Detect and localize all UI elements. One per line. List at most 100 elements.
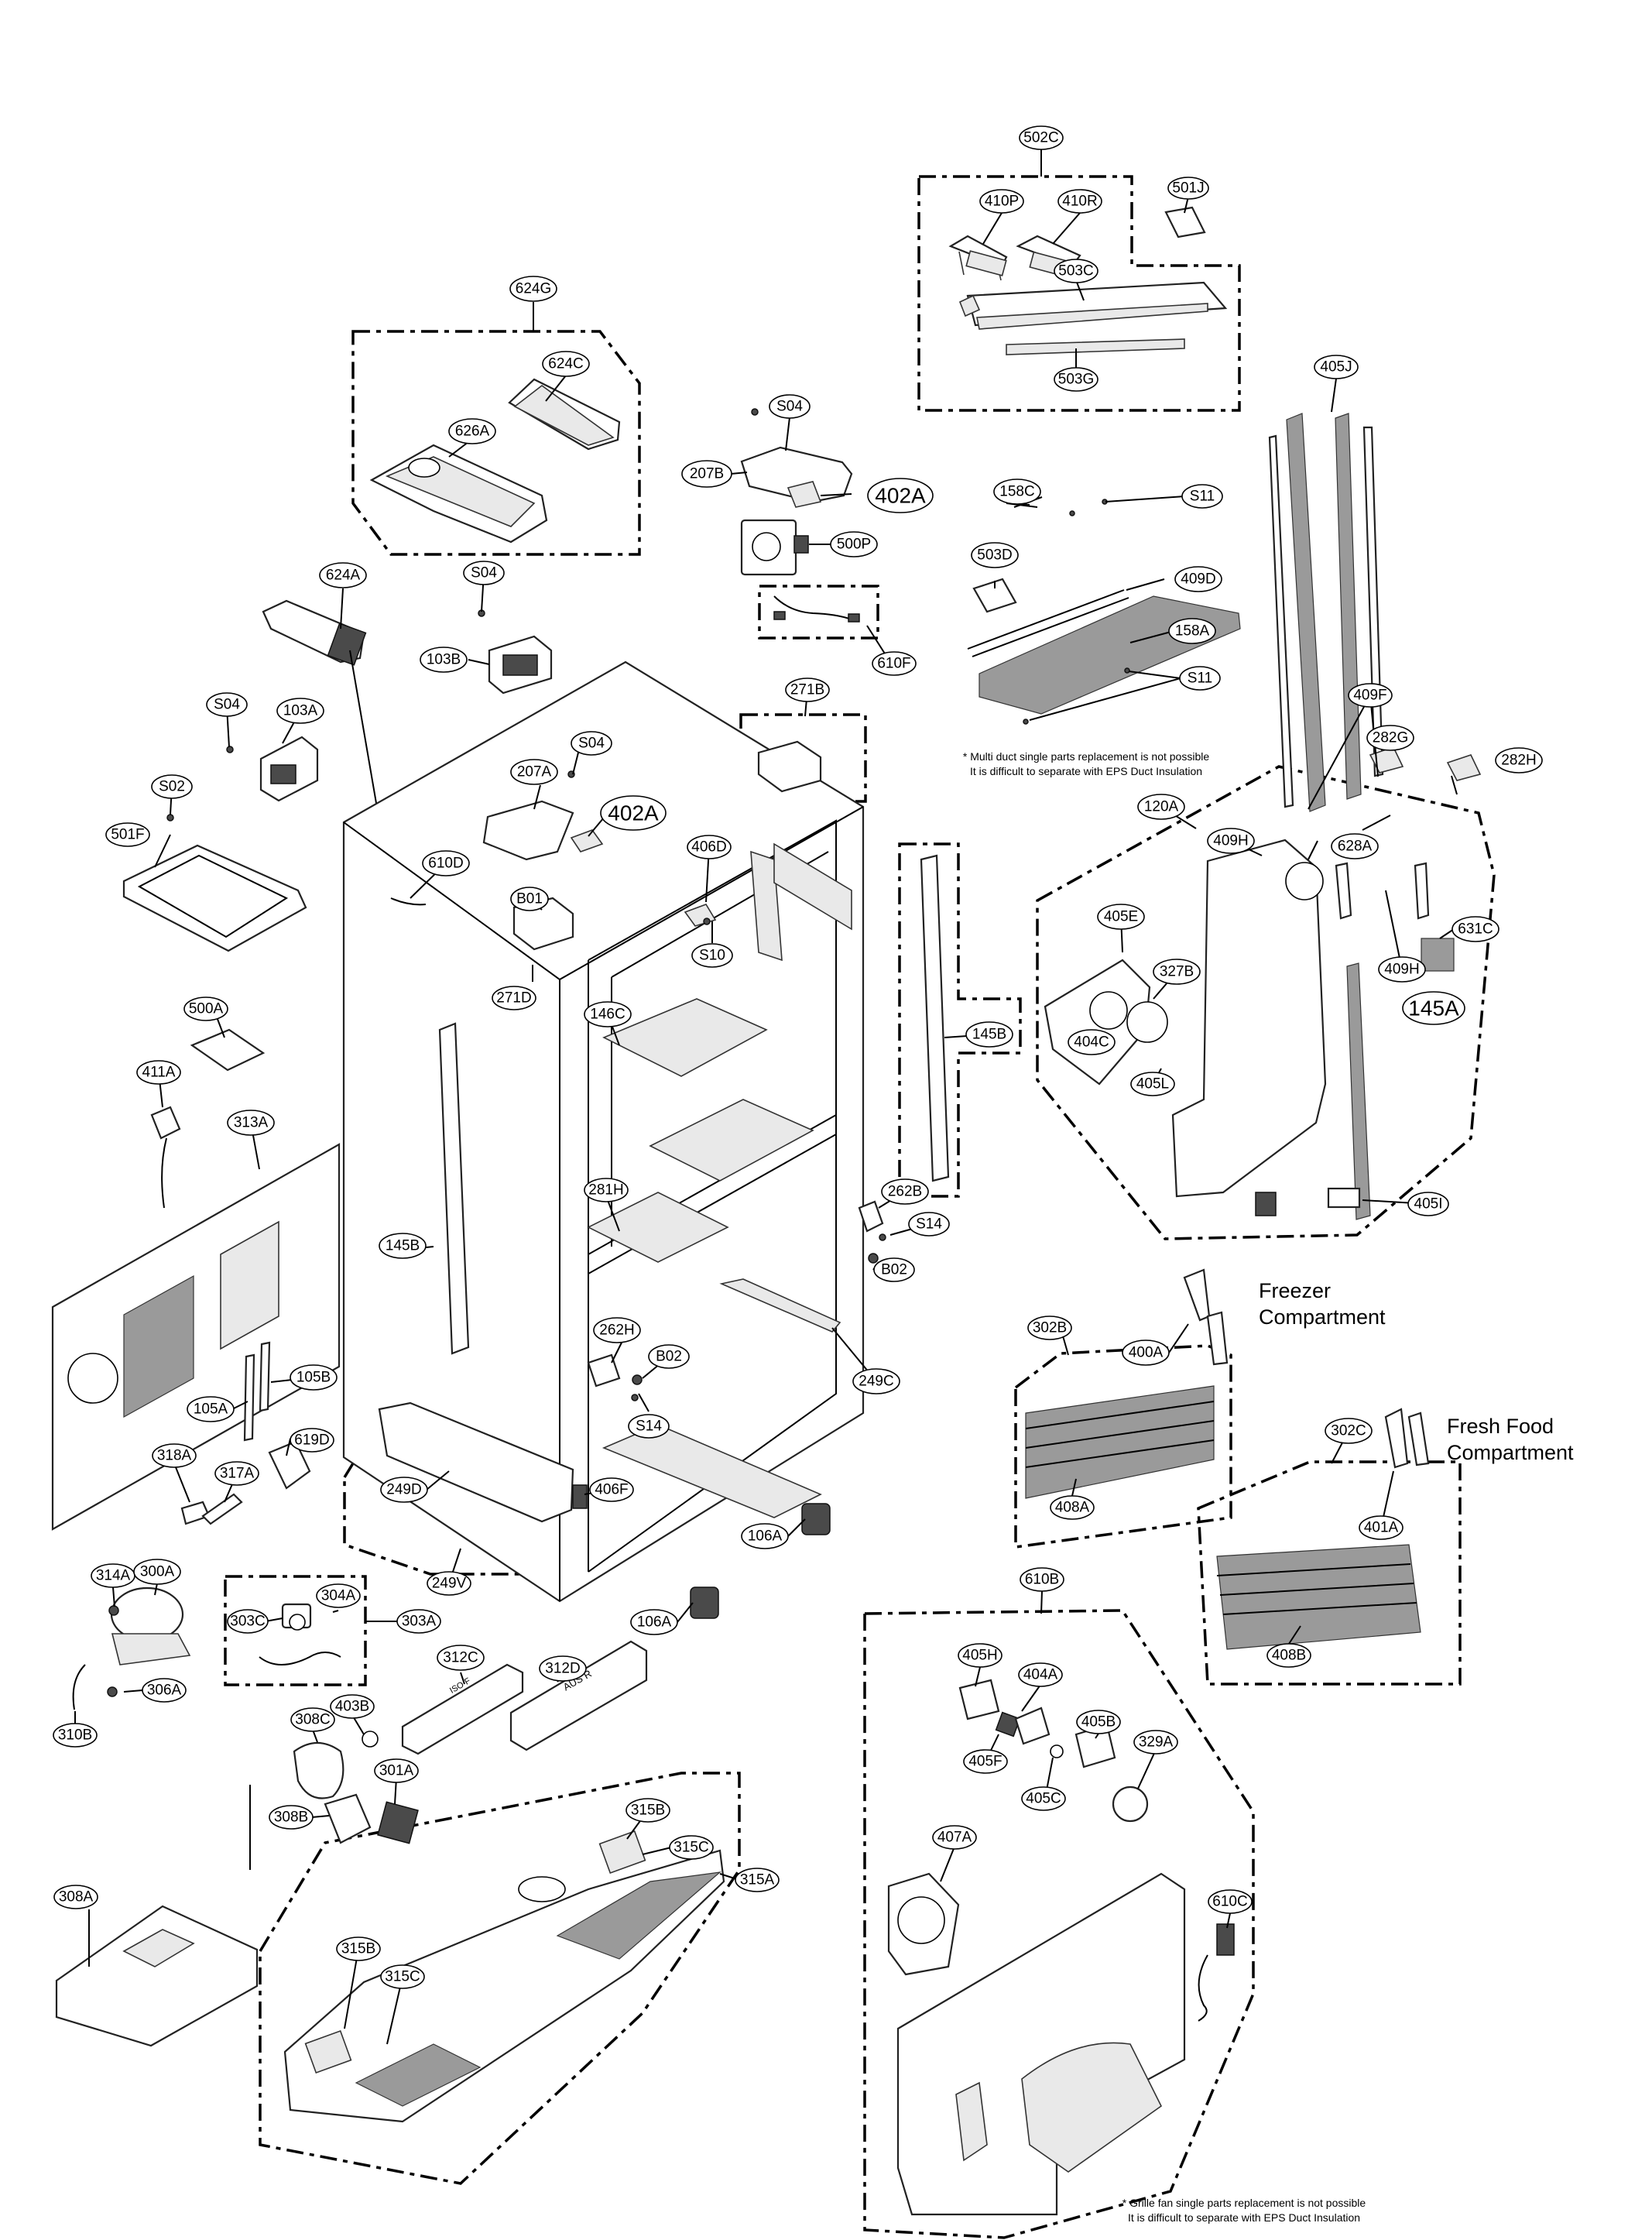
svg-text:410R: 410R bbox=[1062, 194, 1097, 210]
callout-624c: 624C bbox=[542, 351, 590, 377]
callout-249v: 249V bbox=[427, 1571, 471, 1596]
svg-text:312D: 312D bbox=[545, 1661, 580, 1677]
callout-b02-b: B02 bbox=[648, 1344, 690, 1369]
svg-text:501F: 501F bbox=[111, 827, 144, 843]
callout-628a: 628A bbox=[1331, 833, 1379, 859]
drawer-rail-249d bbox=[378, 1278, 841, 1523]
svg-text:409F: 409F bbox=[1353, 688, 1386, 704]
svg-text:402A: 402A bbox=[608, 801, 659, 825]
svg-text:503C: 503C bbox=[1058, 263, 1093, 280]
group-315a-outline bbox=[259, 1772, 741, 2185]
callout-329a: 329A bbox=[1133, 1730, 1178, 1755]
callout-120a: 120A bbox=[1137, 794, 1185, 820]
svg-text:315A: 315A bbox=[740, 1872, 775, 1888]
svg-text:405J: 405J bbox=[1320, 359, 1352, 376]
svg-text:262H: 262H bbox=[599, 1322, 634, 1339]
tubes-105 bbox=[243, 1341, 271, 1442]
svg-text:145A: 145A bbox=[1408, 997, 1459, 1021]
svg-text:301A: 301A bbox=[379, 1763, 414, 1779]
label-freezer-line1: Freezer bbox=[1259, 1279, 1331, 1302]
callout-315b-b: 315B bbox=[336, 1936, 381, 1961]
svg-text:S14: S14 bbox=[636, 1418, 662, 1435]
svg-text:146C: 146C bbox=[590, 1007, 625, 1023]
svg-text:S04: S04 bbox=[776, 399, 803, 415]
callout-500p: 500P bbox=[830, 531, 878, 557]
callout-327b: 327B bbox=[1153, 959, 1201, 985]
callout-318a: 318A bbox=[152, 1443, 197, 1468]
drain-tray-308a bbox=[55, 1905, 259, 2047]
cabinet bbox=[342, 660, 865, 1603]
svg-text:S11: S11 bbox=[1190, 489, 1215, 505]
svg-text:249C: 249C bbox=[859, 1374, 893, 1390]
svg-text:610D: 610D bbox=[428, 856, 463, 872]
svg-text:271B: 271B bbox=[790, 682, 824, 698]
group-610f-outline bbox=[758, 585, 879, 640]
machine-base-315a bbox=[283, 1830, 725, 2123]
callout-405h: 405H bbox=[958, 1643, 1003, 1668]
callout-271d: 271D bbox=[492, 986, 536, 1010]
callout-103b: 103B bbox=[420, 647, 468, 673]
svg-text:327B: 327B bbox=[1160, 964, 1194, 980]
note-multi-duct-line2: It is difficult to separate with EPS Duc… bbox=[970, 765, 1202, 777]
callout-409h-b: 409H bbox=[1378, 956, 1426, 983]
water-filter-624a bbox=[262, 599, 382, 831]
callout-300a: 300A bbox=[133, 1559, 181, 1585]
svg-text:106A: 106A bbox=[637, 1614, 672, 1631]
svg-text:405I: 405I bbox=[1414, 1196, 1443, 1213]
svg-text:400A: 400A bbox=[1129, 1345, 1164, 1361]
callout-400a: 400A bbox=[1122, 1340, 1170, 1366]
svg-text:405B: 405B bbox=[1081, 1714, 1116, 1731]
svg-text:407A: 407A bbox=[937, 1830, 972, 1846]
svg-text:624G: 624G bbox=[516, 281, 551, 297]
label-fresh-food-line2: Compartment bbox=[1447, 1441, 1574, 1464]
callout-301a: 301A bbox=[374, 1758, 419, 1783]
callout-405l: 405L bbox=[1130, 1072, 1175, 1096]
svg-text:403B: 403B bbox=[335, 1699, 369, 1715]
svg-text:408A: 408A bbox=[1055, 1500, 1090, 1516]
tray-312d: AUS R bbox=[509, 1640, 648, 1751]
svg-text:158A: 158A bbox=[1175, 623, 1210, 640]
callout-404a: 404A bbox=[1018, 1662, 1063, 1687]
svg-text:404A: 404A bbox=[1023, 1667, 1058, 1683]
callout-308a: 308A bbox=[53, 1885, 98, 1909]
callout-408b: 408B bbox=[1266, 1643, 1311, 1668]
svg-text:S14: S14 bbox=[916, 1216, 942, 1233]
callout-610c: 610C bbox=[1208, 1889, 1253, 1914]
group-502c-outline bbox=[917, 175, 1241, 412]
svg-text:271D: 271D bbox=[496, 990, 531, 1007]
callout-158c: 158C bbox=[993, 479, 1041, 505]
dispenser-parts-624g bbox=[369, 378, 621, 544]
callout-b01: B01 bbox=[510, 887, 549, 911]
back-cover-313a bbox=[51, 1143, 341, 1531]
callout-s02: S02 bbox=[151, 774, 193, 799]
svg-text:502C: 502C bbox=[1023, 130, 1058, 146]
filter-head-103a bbox=[259, 736, 319, 802]
svg-text:314A: 314A bbox=[96, 1568, 131, 1584]
group-302c-outline bbox=[1197, 1460, 1462, 1686]
callout-313a: 313A bbox=[227, 1110, 275, 1136]
callout-207b: 207B bbox=[681, 460, 732, 488]
callout-106a-b: 106A bbox=[630, 1609, 678, 1635]
svg-text:145B: 145B bbox=[386, 1238, 420, 1254]
callout-302b: 302B bbox=[1027, 1316, 1072, 1340]
note-grille-fan-line2: It is difficult to separate with EPS Duc… bbox=[1128, 2211, 1360, 2224]
svg-text:404C: 404C bbox=[1074, 1034, 1109, 1051]
callout-624a: 624A bbox=[319, 562, 367, 588]
rails-145b bbox=[438, 854, 950, 1355]
callout-145b-b: 145B bbox=[379, 1233, 427, 1259]
callout-s04-b: S04 bbox=[463, 561, 505, 585]
svg-text:409H: 409H bbox=[1384, 962, 1419, 978]
svg-text:303A: 303A bbox=[402, 1614, 437, 1630]
svg-text:610B: 610B bbox=[1025, 1572, 1059, 1588]
power-cord-411a bbox=[150, 1106, 181, 1209]
callout-105b: 105B bbox=[290, 1364, 338, 1391]
svg-text:503G: 503G bbox=[1058, 372, 1094, 388]
svg-text:308A: 308A bbox=[59, 1889, 94, 1906]
svg-text:B02: B02 bbox=[656, 1349, 682, 1365]
callout-281h: 281H bbox=[584, 1178, 629, 1202]
control-board-502c bbox=[948, 206, 1228, 355]
svg-text:S04: S04 bbox=[578, 736, 605, 752]
svg-text:312C: 312C bbox=[443, 1650, 478, 1666]
svg-text:S04: S04 bbox=[214, 697, 240, 713]
callout-262h: 262H bbox=[593, 1317, 641, 1343]
